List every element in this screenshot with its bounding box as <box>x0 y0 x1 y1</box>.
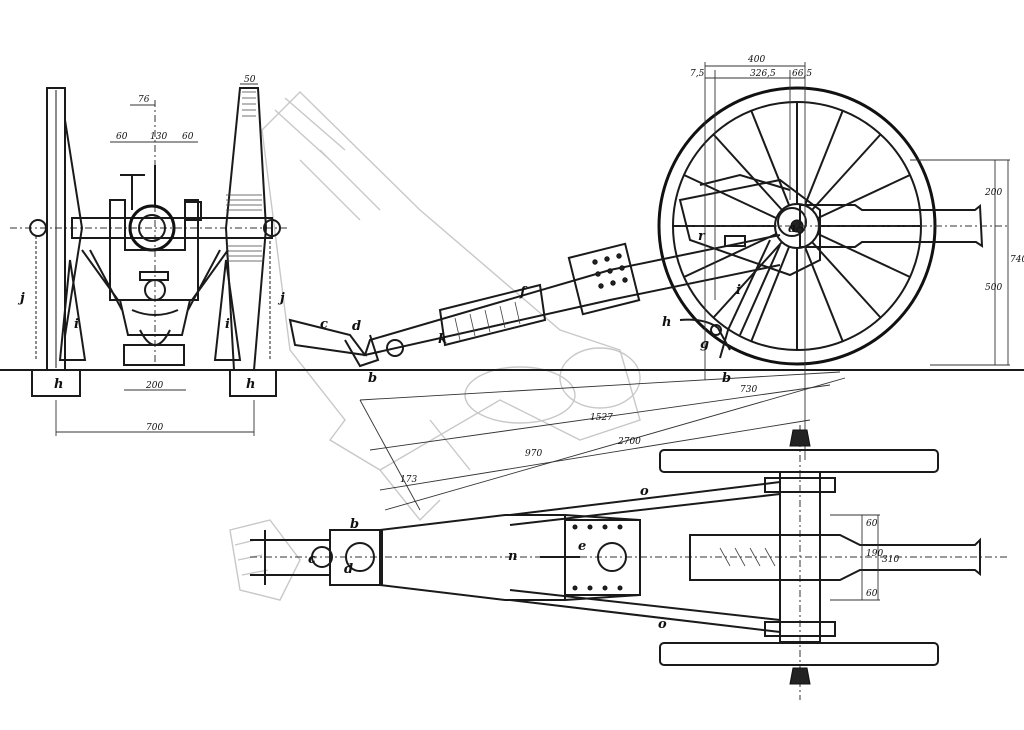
label-h-side: h <box>662 315 671 330</box>
label-d-plan: d <box>344 562 353 577</box>
front-dimensions <box>55 83 258 436</box>
dim-310: 310 <box>882 555 899 565</box>
front-view: 76 60 130 60 50 200 700 j i h j i h <box>10 75 290 436</box>
dim-173: 173 <box>400 475 417 485</box>
dim-190: 190 <box>866 549 883 559</box>
label-h-right: h <box>246 377 255 392</box>
dim-326-5: 326,5 <box>750 69 776 79</box>
dim-200-front: 200 <box>145 381 163 391</box>
label-b-side-lower: b <box>722 371 731 386</box>
right-bracket <box>213 259 242 361</box>
label-n-plan: n <box>508 549 517 564</box>
side-view: 400 7,5 326,5 66,5 200 740 500 730 1527 … <box>288 55 1024 511</box>
label-c-plan: c <box>308 552 316 567</box>
ghost-elevated-outline <box>229 91 641 601</box>
label-j-right: j <box>277 291 285 306</box>
dim-1527: 1527 <box>590 413 613 423</box>
label-c-side: c <box>320 317 328 332</box>
dim-700: 700 <box>146 423 163 433</box>
label-d-side: d <box>352 319 361 334</box>
plan-bottom-wheel <box>659 642 939 666</box>
dim-500: 500 <box>985 283 1002 293</box>
side-barrel <box>799 203 984 248</box>
label-i-left: i <box>74 317 79 332</box>
dim-7-5: 7,5 <box>690 69 705 79</box>
plan-view: 60 190 310 60 o o b c d n e <box>250 425 1010 700</box>
plan-rivets <box>572 524 623 591</box>
dim-740: 740 <box>1010 255 1024 265</box>
plan-upper-arm <box>509 481 781 526</box>
dim-730: 730 <box>740 385 757 395</box>
label-r-side: r <box>698 229 706 244</box>
left-bracket <box>58 259 87 361</box>
label-b-plan: b <box>350 517 359 532</box>
dim-130: 130 <box>150 132 167 142</box>
side-dimensions <box>359 62 1010 511</box>
dim-60-left: 60 <box>116 132 128 142</box>
plan-trail-end <box>329 529 383 586</box>
label-i-side: i <box>736 283 741 298</box>
rivets <box>592 253 628 289</box>
dim-50: 50 <box>244 75 256 85</box>
label-e-plan: e <box>578 539 586 554</box>
label-f-side: f <box>519 285 528 300</box>
dim-970: 970 <box>525 449 542 459</box>
dim-60-right: 60 <box>182 132 194 142</box>
label-j-left: j <box>17 291 25 306</box>
plan-lower-arm <box>509 589 781 633</box>
left-foot <box>31 369 81 397</box>
plan-barrel <box>689 534 981 581</box>
label-b-side: b <box>368 371 377 386</box>
plan-top-wheel <box>659 449 939 473</box>
dim-66-5: 66,5 <box>792 69 812 79</box>
label-h-left: h <box>54 377 63 392</box>
dim-60-plan-top: 60 <box>866 519 878 529</box>
right-foot <box>229 369 277 397</box>
label-g-side: g <box>700 337 709 352</box>
right-wheel <box>224 87 268 371</box>
dim-76: 76 <box>138 95 150 105</box>
dim-400: 400 <box>747 55 765 65</box>
label-o-top: o <box>640 484 649 499</box>
dim-200-side: 200 <box>984 188 1002 198</box>
dim-2700: 2700 <box>617 437 641 447</box>
label-k-side: k <box>438 332 447 347</box>
label-i-right: i <box>225 317 230 332</box>
dim-60-plan-bottom: 60 <box>866 589 878 599</box>
label-o-bottom: o <box>658 617 667 632</box>
plan-dimensions <box>830 514 880 601</box>
side-trail <box>363 234 781 357</box>
label-a-side: a <box>788 221 796 236</box>
